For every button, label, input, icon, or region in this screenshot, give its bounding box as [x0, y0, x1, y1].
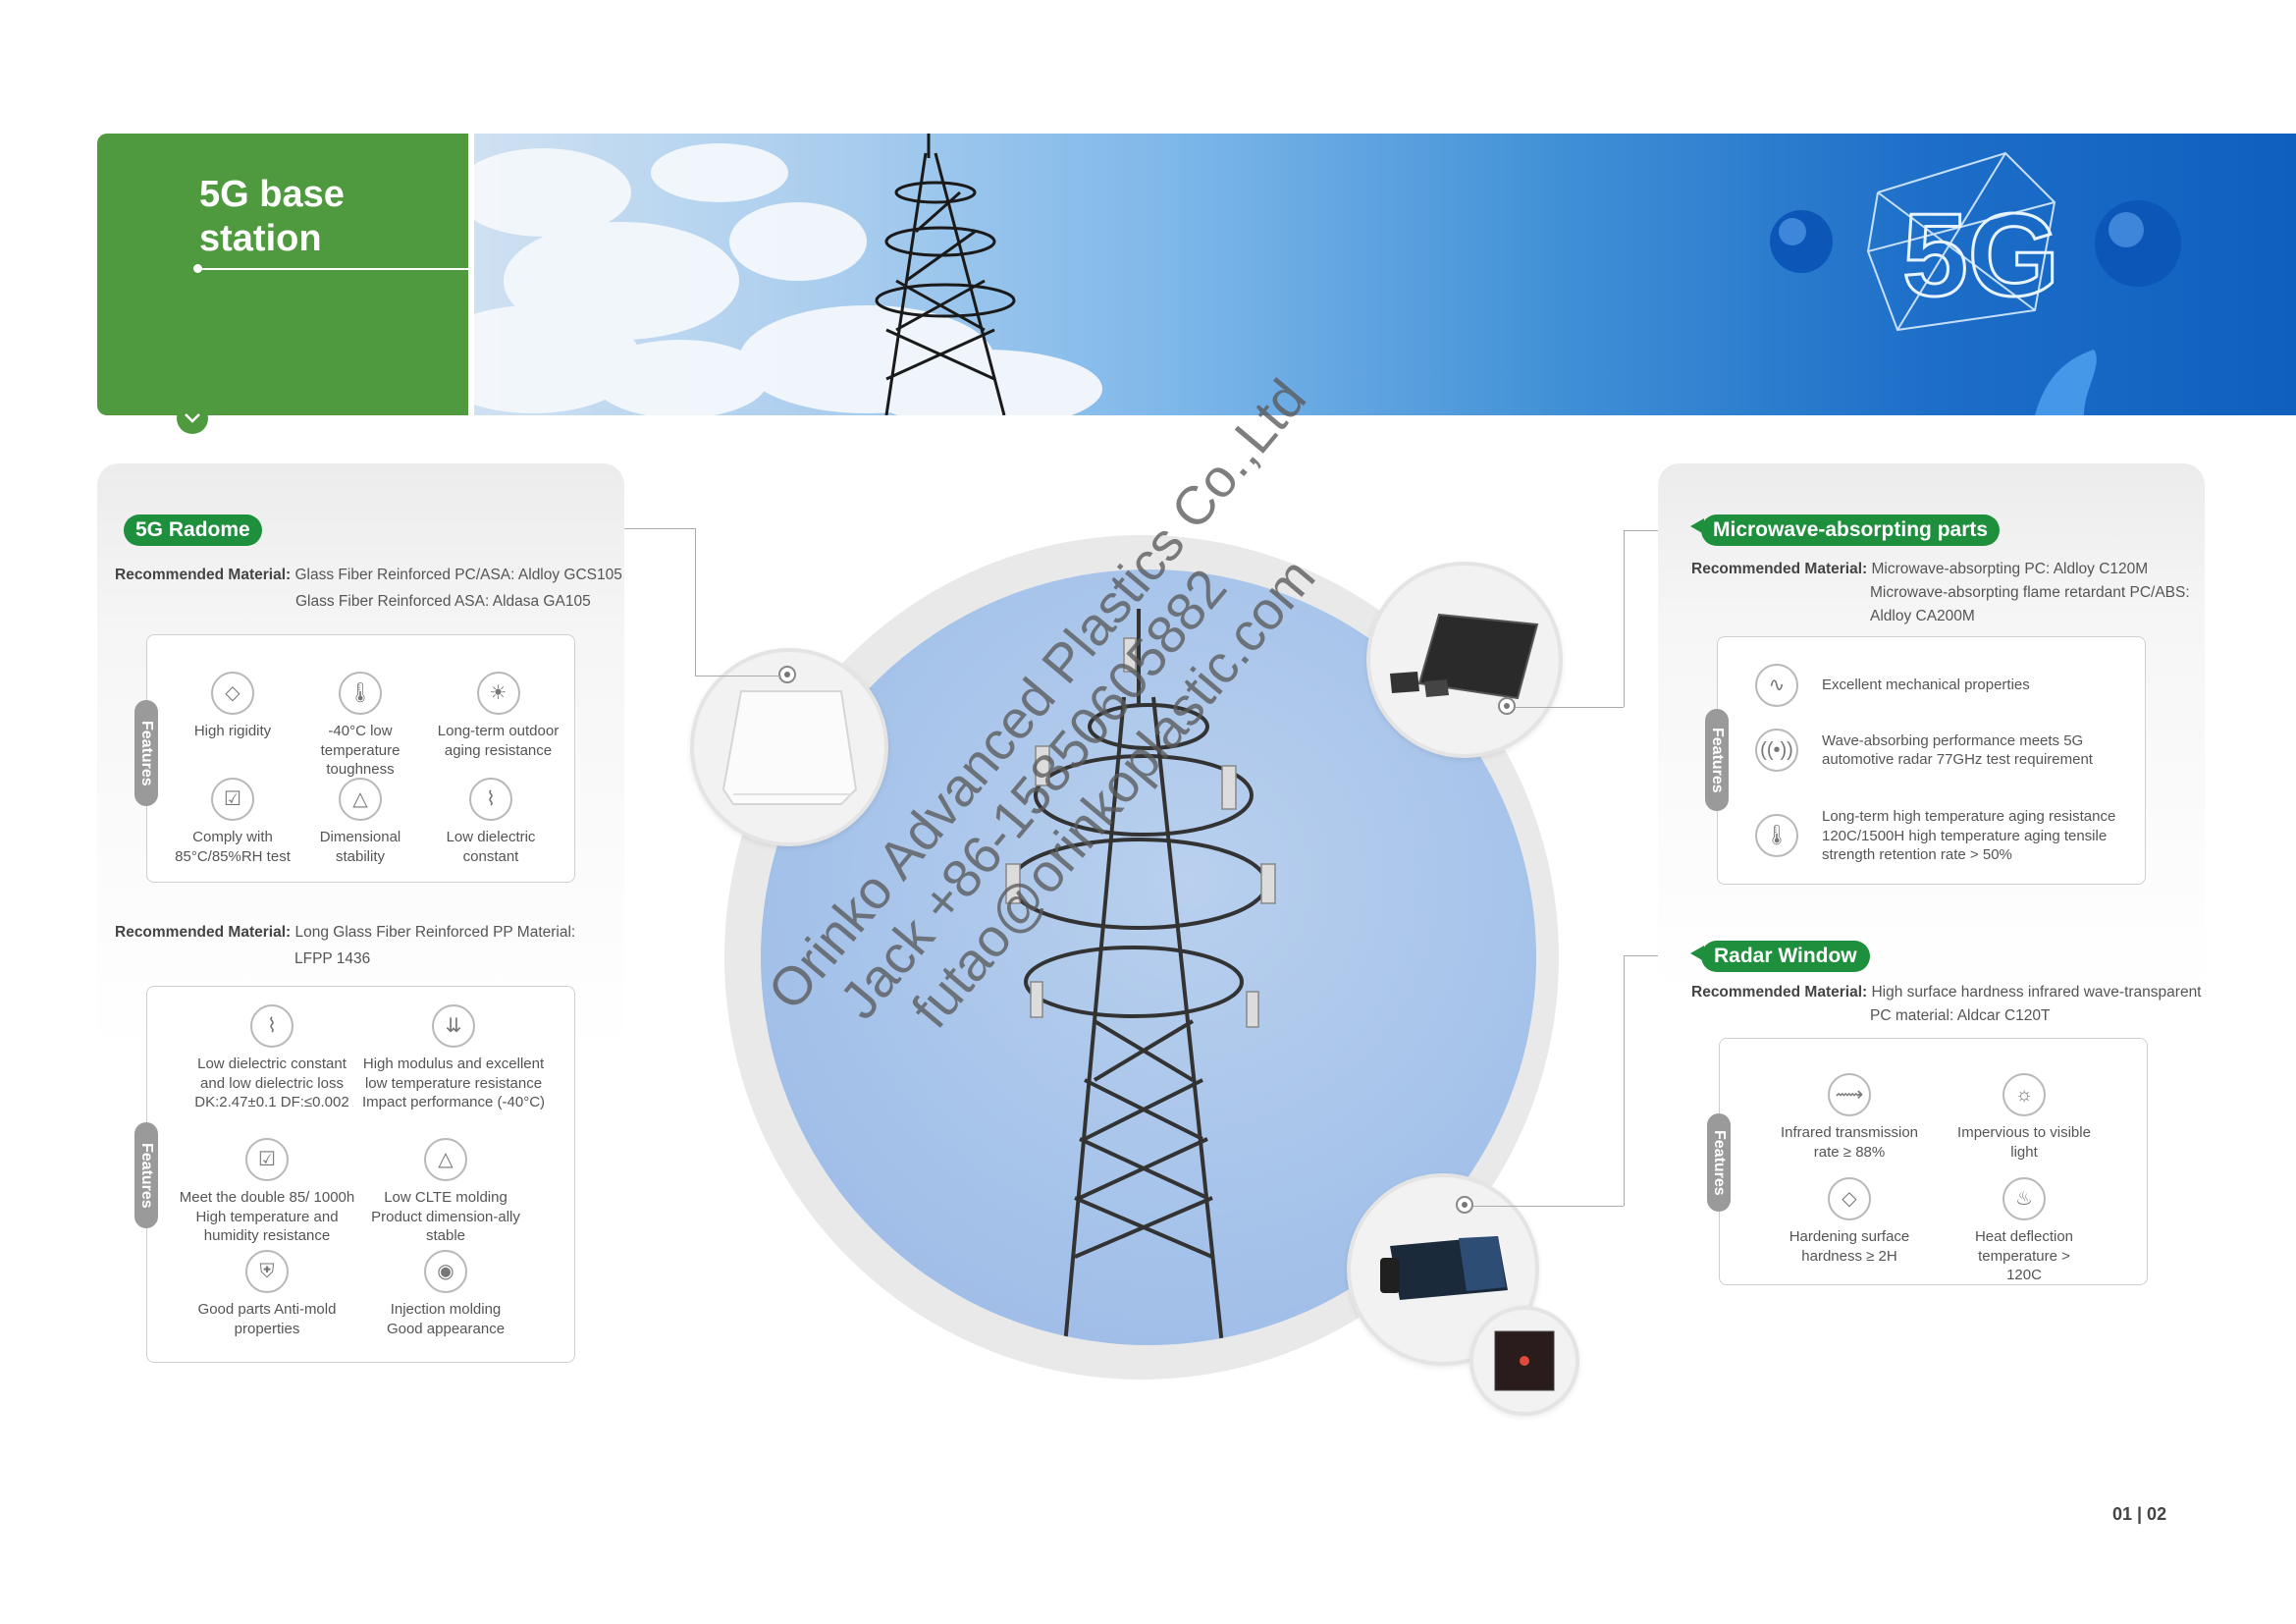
radome-material-2: Recommended Material: Long Glass Fiber R…	[115, 921, 625, 971]
header-title-block	[97, 134, 468, 415]
rec-value: Microwave-absorpting PC: Aldloy C120M	[1871, 561, 2149, 577]
radome-part-image	[721, 690, 858, 805]
rec-label: Recommended Material:	[1691, 984, 1868, 1001]
infrared-icon: ⟿	[1828, 1073, 1871, 1116]
feature-item: ⛨ Good parts Anti-mold properties	[192, 1250, 342, 1338]
check-doc-icon: ☑	[245, 1138, 289, 1181]
radar-callout-pin	[1456, 1196, 1473, 1214]
pressure-icon: ⇊	[432, 1004, 475, 1048]
heat-icon: ♨	[2002, 1177, 2046, 1220]
feature-item: 🌡 Long-term high temperature aging resis…	[1755, 807, 2156, 865]
feature-item: ⟿ Infrared transmission rate ≥ 88%	[1767, 1073, 1932, 1162]
radar-material: Recommended Material: High surface hardn…	[1691, 981, 2221, 1028]
rec-value: PC material: Aldcar C120T	[1870, 1007, 2051, 1024]
feature-item: ∿ Excellent mechanical properties	[1755, 664, 2146, 707]
rec-value: Microwave-absorpting flame retardant PC/…	[1870, 584, 2190, 601]
feature-item: ☑ Comply with 85°C/85%RH test	[169, 778, 296, 866]
page-title: 5G base station	[199, 174, 345, 259]
rec-value: Glass Fiber Reinforced ASA: Aldasa GA105	[295, 593, 591, 610]
radar-connector-end	[1473, 1206, 1624, 1207]
triangle-ruler-icon: △	[339, 778, 382, 821]
feature-item: ◇ High rigidity	[169, 672, 296, 741]
features-tab: Features	[1705, 709, 1729, 811]
feature-item: ☑ Meet the double 85/ 1000h High tempera…	[171, 1138, 363, 1246]
chevron-down-icon	[177, 403, 208, 434]
rec-value: High surface hardness infrared wave-tran…	[1871, 984, 2202, 1001]
feature-item: ◉ Injection molding Good appearance	[371, 1250, 520, 1338]
page-number: 01 | 02	[2112, 1504, 2167, 1524]
radar-label: Radar Window	[1701, 941, 1870, 972]
shield-icon: ⛨	[245, 1250, 289, 1293]
features-tab: Features	[134, 1122, 158, 1228]
rec-label: Recommended Material:	[115, 924, 292, 941]
radome-callout-pin	[778, 666, 796, 683]
pill-arrow	[1690, 518, 1704, 534]
radar-lens-thumbnail	[1469, 1306, 1579, 1416]
sun-cloud-icon: ☀	[476, 672, 520, 715]
radar-features-box	[1719, 1038, 2148, 1285]
title-underline	[197, 268, 468, 270]
feature-item: ⌇ Low dielectric constant	[427, 778, 555, 866]
feature-item: ☀ Long-term outdoor aging resistance	[427, 672, 569, 760]
radome-material-1: Recommended Material: Glass Fiber Reinfo…	[115, 564, 625, 614]
feature-item: ◇ Hardening surface hardness ≥ 2H	[1767, 1177, 1932, 1266]
header-banner-image: 5G	[474, 134, 2296, 415]
radar-part-image	[1380, 1236, 1508, 1300]
feature-item: 🌡 -40°C low temperature toughness	[296, 672, 424, 780]
svg-text:5G: 5G	[1902, 189, 2059, 321]
rec-label: Recommended Material:	[115, 567, 292, 583]
eye-icon: ◉	[424, 1250, 467, 1293]
rec-value: Aldloy CA200M	[1870, 608, 1975, 624]
pill-arrow	[1690, 946, 1704, 961]
radome-label: 5G Radome	[124, 514, 262, 546]
thermometer-icon: 🌡	[1755, 814, 1798, 858]
radome-connector-end	[695, 676, 781, 677]
features-tab: Features	[134, 700, 158, 806]
diamond-icon: ◇	[211, 672, 254, 715]
diamond-icon: ◇	[1828, 1177, 1871, 1220]
feature-item: ♨ Heat deflection temperature > 120C	[1953, 1177, 2095, 1285]
absorber-callout-pin	[1498, 697, 1516, 715]
radome-features-box-2	[146, 986, 575, 1363]
title-underline-dot	[193, 264, 202, 273]
absorber-thumbnail	[1366, 562, 1563, 758]
check-doc-icon: ☑	[211, 778, 254, 821]
light-icon: ☼	[2002, 1073, 2046, 1116]
feature-item: △ Dimensional stability	[296, 778, 424, 866]
absorber-connector-end	[1516, 707, 1624, 708]
triangle-ruler-icon: △	[424, 1138, 467, 1181]
radar-connector	[1624, 955, 1625, 1206]
banner-illustration: 5G	[474, 134, 2181, 415]
rec-label: Recommended Material:	[1691, 561, 1868, 577]
feature-item: ⇊ High modulus and excellent low tempera…	[357, 1004, 550, 1112]
tower-illustration	[1005, 609, 1276, 1345]
absorber-connector-top	[1624, 530, 1668, 531]
signal-icon: ((•))	[1755, 729, 1798, 772]
features-tab: Features	[1707, 1113, 1731, 1212]
absorber-part-image	[1390, 613, 1539, 700]
rec-value: Long Glass Fiber Reinforced PP Material:	[294, 924, 576, 941]
feature-item: ☼ Impervious to visible light	[1953, 1073, 2095, 1162]
rec-value: Glass Fiber Reinforced PC/ASA: Aldloy GC…	[294, 567, 622, 583]
rec-value: LFPP 1436	[294, 950, 371, 967]
wave-icon: ∿	[1755, 664, 1798, 707]
radome-connector-down	[695, 528, 696, 676]
absorber-connector	[1624, 530, 1625, 707]
microwave-label: Microwave-absorpting parts	[1701, 514, 2001, 546]
chart-icon: ⌇	[469, 778, 512, 821]
radar-connector-top	[1624, 955, 1668, 956]
chart-icon: ⌇	[250, 1004, 294, 1048]
feature-item: ⌇ Low dielectric constant and low dielec…	[185, 1004, 359, 1112]
radar-lens-image	[1494, 1330, 1555, 1391]
microwave-material: Recommended Material: Microwave-absorpti…	[1691, 558, 2202, 628]
feature-item: ((•)) Wave-absorbing performance meets 5…	[1755, 729, 2116, 772]
feature-item: △ Low CLTE molding Product dimension-all…	[371, 1138, 520, 1246]
thermometer-icon: 🌡	[339, 672, 382, 715]
